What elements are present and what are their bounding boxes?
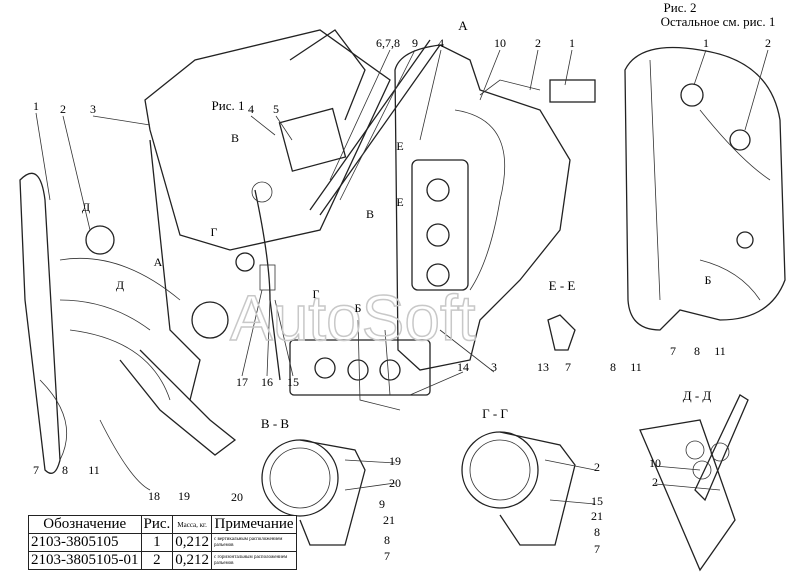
col-designation: Обозначение [28, 515, 142, 534]
callout-label: 7 [594, 542, 600, 556]
section-views [261, 394, 749, 572]
callout-label: Г [313, 287, 320, 301]
callout-label: 9 [379, 497, 385, 511]
callout-label: 4 [438, 36, 444, 50]
callout-label: Д [116, 278, 124, 292]
callout-label: 11 [630, 360, 642, 374]
callout-label: В [366, 207, 374, 221]
callout-label: 14 [457, 360, 469, 374]
callout-label: 2 [60, 102, 66, 116]
callout-label: 3 [491, 360, 497, 374]
view-a-drawing [289, 44, 596, 411]
callout-label: 19 [178, 489, 190, 503]
callout-label: 1 [569, 36, 575, 50]
callout-label: А [154, 255, 163, 269]
callout-label: 9 [412, 36, 418, 50]
callout-label: 11 [88, 463, 100, 477]
callout-label: 10 [494, 36, 506, 50]
callout-label: 10 [649, 456, 661, 470]
cell-figure: 1 [140, 533, 174, 552]
view-a-label: А [458, 18, 468, 33]
cell-mass: 0,212 [172, 551, 213, 570]
callout-label: Д [82, 200, 90, 214]
callout-label: В [231, 131, 239, 145]
callout-label: 15 [287, 375, 299, 389]
fig2-note: Остальное см. рис. 1 [661, 14, 776, 29]
fig2-title: Рис. 2 [664, 0, 697, 15]
cell-figure: 2 [140, 551, 174, 570]
section-vv-label: В - В [261, 416, 290, 431]
callout-label: 7 [670, 344, 676, 358]
col-mass: Масса, кг. [172, 515, 213, 534]
callout-label: 15 [591, 494, 603, 508]
callout-label: 2 [652, 475, 658, 489]
callout-label: 20 [231, 490, 243, 504]
callout-label: 8 [610, 360, 616, 374]
callout-label: 2 [535, 36, 541, 50]
cell-mass: 0,212 [172, 533, 213, 552]
callout-label: 8 [384, 533, 390, 547]
callout-label: Г [211, 225, 218, 239]
fig1-drawing [19, 29, 441, 491]
cell-note: с вертикальным расположением разъемов [211, 533, 298, 552]
callout-label: 3 [90, 102, 96, 116]
fig1-title: Рис. 1 [212, 98, 245, 113]
cell-designation: 2103-3805105-01 [28, 551, 142, 570]
callout-label: 21 [591, 509, 603, 523]
callout-label: 21 [383, 513, 395, 527]
callout-label: 7 [384, 549, 390, 563]
callout-label: 7 [33, 463, 39, 477]
cell-note: с горизонтальным расположением разъемов [211, 551, 298, 570]
callout-label: 1 [703, 36, 709, 50]
callout-label: 17 [236, 375, 248, 389]
callout-label: 1 [33, 99, 39, 113]
specification-table: Обозначение Рис. Масса, кг. Примечание 2… [28, 515, 298, 570]
callout-label: 16 [261, 375, 273, 389]
callout-label: 19 [389, 454, 401, 468]
section-dd-label: Д - Д [683, 388, 712, 403]
table-row: 2103-3805105 1 0,212 с вертикальным расп… [28, 533, 298, 552]
callout-label: 8 [694, 344, 700, 358]
callout-label: 8 [594, 525, 600, 539]
callout-label: 4 [248, 102, 254, 116]
callout-label: 20 [389, 476, 401, 490]
col-note: Примечание [211, 515, 298, 534]
callout-label: 18 [148, 489, 160, 503]
callout-label: 6,7,8 [376, 36, 400, 50]
callout-label: 2 [765, 36, 771, 50]
callout-label: 11 [714, 344, 726, 358]
callout-label: Б [705, 273, 712, 287]
fig2-drawing [624, 46, 786, 331]
section-gg-label: Г - Г [482, 406, 508, 421]
callout-label: Е [396, 195, 403, 209]
cell-designation: 2103-3805105 [28, 533, 142, 552]
table-header-row: Обозначение Рис. Масса, кг. Примечание [28, 515, 298, 534]
watermark-logo: AutoSoft [230, 282, 476, 354]
leader-lines [35, 49, 769, 505]
col-figure: Рис. [140, 515, 174, 534]
section-ee-label: Е - Е [549, 278, 576, 293]
callout-label: Е [396, 139, 403, 153]
table-row: 2103-3805105-01 2 0,212 с горизонтальным… [28, 551, 298, 570]
callout-label: 8 [62, 463, 68, 477]
callout-label: 7 [565, 360, 571, 374]
callout-label: 2 [594, 460, 600, 474]
callout-label: 5 [273, 102, 279, 116]
callout-label: Б [355, 301, 362, 315]
callout-label: 13 [537, 360, 549, 374]
